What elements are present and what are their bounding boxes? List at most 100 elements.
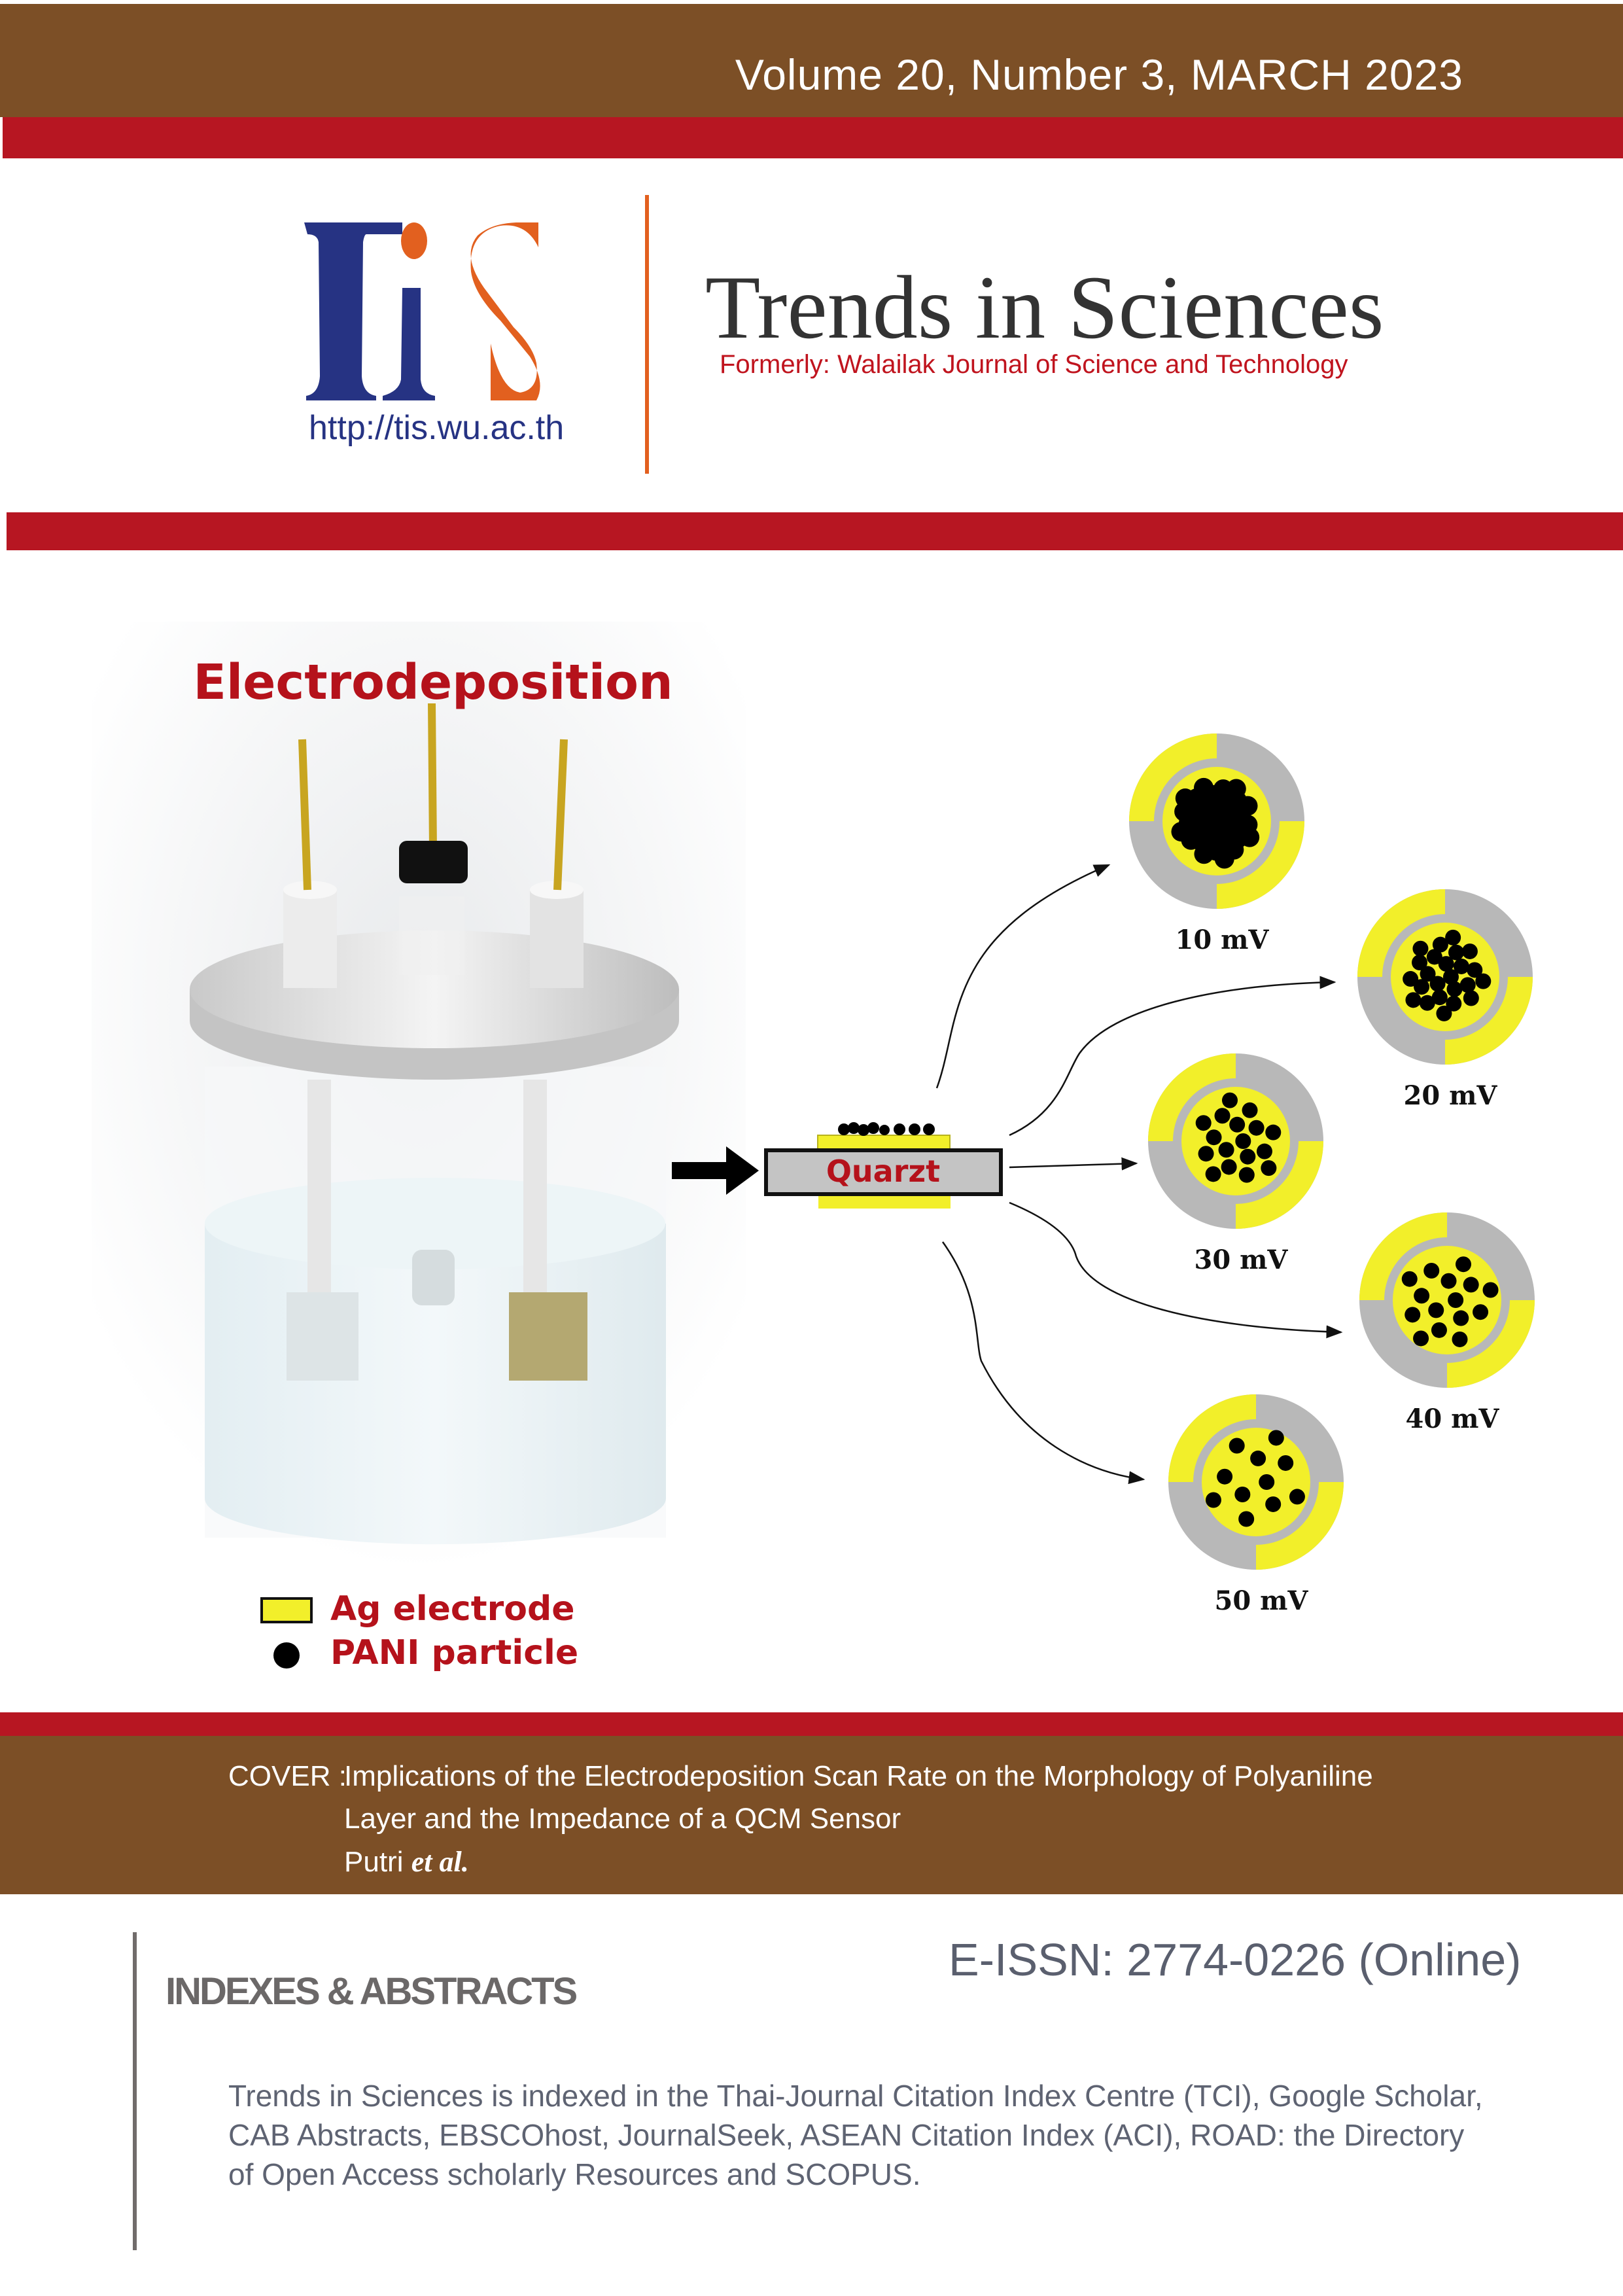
pani-particle bbox=[1428, 1302, 1444, 1318]
pani-particle bbox=[1261, 1160, 1277, 1176]
pani-particle bbox=[1429, 976, 1446, 992]
pani-particle bbox=[1461, 943, 1478, 959]
pani-particle bbox=[1238, 796, 1258, 816]
pani-particle bbox=[1229, 1116, 1246, 1133]
cover-author: Putri et al. bbox=[344, 1845, 469, 1879]
pani-particle bbox=[1214, 1108, 1230, 1124]
indexes-heading: INDEXES & ABSTRACTS bbox=[166, 1970, 578, 2013]
pani-particle bbox=[1414, 1288, 1430, 1304]
issn: E-ISSN: 2774-0226 (Online) bbox=[949, 1934, 1522, 1985]
journal-title: Trends in Sciences bbox=[705, 257, 1384, 357]
formerly-name: Formerly: Walailak Journal of Science an… bbox=[720, 350, 1348, 379]
pani-particle bbox=[1235, 1133, 1251, 1149]
journal-url[interactable]: http://tis.wu.ac.th bbox=[309, 409, 565, 447]
pani-particle bbox=[1463, 990, 1479, 1006]
pani-particle bbox=[1205, 1166, 1221, 1182]
mid-red-band bbox=[7, 512, 1623, 550]
pani-particle bbox=[1413, 1330, 1429, 1347]
pani-particle bbox=[1278, 1455, 1294, 1471]
pani-particle bbox=[1175, 788, 1195, 809]
pani-particle bbox=[1217, 1468, 1233, 1485]
pani-particle bbox=[1218, 1142, 1234, 1158]
pani-particle-dot-icon bbox=[273, 1642, 300, 1669]
quartz-label: Quarzt bbox=[826, 1154, 940, 1189]
pani-particle bbox=[1256, 1143, 1272, 1159]
pani-particle bbox=[1259, 1474, 1275, 1490]
top-red-band bbox=[3, 117, 1623, 158]
cover-title-line2: Layer and the Impedance of a QCM Sensor bbox=[344, 1803, 901, 1835]
electrochemical-cell bbox=[92, 622, 746, 1570]
pani-particle bbox=[1456, 1256, 1472, 1273]
index-text-line: of Open Access scholarly Resources and S… bbox=[228, 2157, 921, 2191]
pani-particle bbox=[1289, 1489, 1305, 1505]
pani-particle bbox=[1440, 1273, 1457, 1289]
ag-electrode-swatch-icon bbox=[260, 1597, 313, 1623]
pani-particle bbox=[1206, 1129, 1222, 1146]
pani-particle bbox=[1426, 949, 1442, 965]
scan-rate-label: 50 mV bbox=[1215, 1585, 1309, 1616]
pani-particle bbox=[1448, 1292, 1464, 1308]
scan-rate-label: 10 mV bbox=[1176, 925, 1270, 955]
legend-ag-electrode: Ag electrode bbox=[330, 1589, 574, 1629]
tis-logo bbox=[304, 222, 540, 400]
pani-particle bbox=[1446, 995, 1462, 1012]
pani-particle bbox=[1238, 1511, 1255, 1527]
divider bbox=[645, 195, 649, 474]
pani-particle bbox=[1403, 971, 1419, 987]
pani-particle bbox=[1401, 1271, 1418, 1287]
pani-particle bbox=[1446, 981, 1463, 997]
index-text-line: CAB Abstracts, EBSCOhost, JournalSeek, A… bbox=[228, 2118, 1465, 2152]
pani-particle bbox=[1268, 1430, 1284, 1446]
cover-title-line1: Implications of the Electrodeposition Sc… bbox=[344, 1760, 1373, 1792]
pani-particle bbox=[1234, 1486, 1251, 1502]
pani-particle bbox=[1438, 956, 1454, 972]
connector-arrows bbox=[935, 864, 1343, 1485]
index-text-line: Trends in Sciences is indexed in the Tha… bbox=[228, 2079, 1483, 2113]
qcm-sensor: 30 mV bbox=[1148, 1053, 1323, 1275]
figure-legend: Ag electrode PANI particle bbox=[260, 1589, 578, 1672]
et-al: et al. bbox=[411, 1846, 469, 1878]
qcm-sensor: 20 mV bbox=[1357, 889, 1533, 1111]
qcm-sensor: 50 mV bbox=[1168, 1394, 1344, 1616]
pani-particle bbox=[1195, 1115, 1212, 1131]
pani-particle bbox=[1194, 844, 1214, 864]
figure-title: Electrodeposition bbox=[193, 654, 672, 711]
pani-particle bbox=[1265, 1124, 1282, 1140]
pani-particle bbox=[1171, 822, 1191, 842]
scan-rate-label: 40 mV bbox=[1406, 1404, 1500, 1434]
pani-particle bbox=[1205, 1492, 1221, 1508]
pani-particle bbox=[1419, 995, 1435, 1011]
pani-particle bbox=[1221, 1092, 1238, 1108]
pani-particle bbox=[1459, 977, 1476, 993]
pani-particle bbox=[1214, 849, 1234, 869]
pani-particle bbox=[1221, 1159, 1237, 1175]
footer-divider bbox=[133, 1932, 137, 2250]
qcm-sensor: 40 mV bbox=[1359, 1212, 1535, 1434]
quartz-crystal: Quarzt bbox=[672, 1122, 1003, 1209]
pani-particle bbox=[1405, 992, 1422, 1008]
pani-particle bbox=[1412, 955, 1428, 971]
pani-particle bbox=[1453, 1310, 1469, 1326]
pani-particle bbox=[1242, 1102, 1258, 1118]
pani-particle bbox=[1452, 1331, 1468, 1347]
pani-particle bbox=[1238, 1167, 1255, 1183]
pani-particle bbox=[1248, 1120, 1265, 1136]
pani-particle bbox=[1414, 979, 1430, 995]
pani-particle bbox=[1431, 1322, 1447, 1338]
top-brown-band bbox=[0, 4, 1623, 117]
scan-rate-label: 30 mV bbox=[1195, 1245, 1289, 1275]
pani-particle bbox=[1265, 1496, 1282, 1512]
pani-particle bbox=[1445, 929, 1461, 945]
pani-particle bbox=[1431, 989, 1448, 1006]
pani-particle bbox=[1420, 966, 1436, 982]
cover-prefix: COVER : bbox=[228, 1760, 347, 1792]
legend-pani-particle: PANI particle bbox=[330, 1633, 578, 1672]
qcm-sensor: 10 mV bbox=[1129, 733, 1304, 955]
pani-particle bbox=[1467, 962, 1483, 978]
pani-particle bbox=[1432, 936, 1448, 953]
arrow-right-icon bbox=[672, 1146, 759, 1195]
pani-particle bbox=[1240, 827, 1260, 847]
pani-particle bbox=[1436, 1005, 1452, 1021]
pani-particle bbox=[1423, 1262, 1440, 1279]
pani-particle bbox=[1448, 944, 1465, 961]
